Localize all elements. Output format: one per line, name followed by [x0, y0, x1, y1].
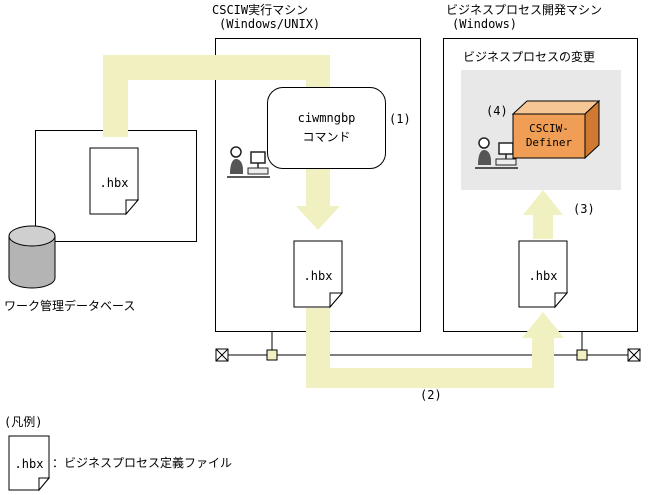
step1-label: (1): [389, 112, 411, 126]
file-label: .hbx: [529, 269, 558, 283]
process-change-title: ビジネスプロセスの変更: [463, 50, 596, 64]
hbx-file-icon-db: .hbx: [89, 147, 140, 216]
device: [495, 158, 517, 166]
command-label-line2: コマンド: [302, 130, 351, 144]
dev-machine-title: ビジネスプロセス開発マシン: [446, 3, 603, 17]
definer-label-line1: CSCIW-: [529, 122, 569, 135]
file-fold: [554, 292, 569, 309]
arrow1-head: [296, 206, 340, 230]
file-fold: [329, 292, 344, 309]
operator-dev-icon: [475, 137, 518, 169]
legend-description: ：ビジネスプロセス定義ファイル: [52, 456, 233, 470]
exec-machine-subtitle: (Windows/UNIX): [219, 17, 321, 31]
person-body: [230, 159, 243, 174]
step3-label: (3): [573, 202, 595, 216]
step4-label: (4): [486, 104, 508, 118]
hbx-file-icon-legend: .hbx: [8, 435, 51, 492]
dev-machine-subtitle: (Windows): [452, 17, 518, 31]
monitor: [498, 142, 514, 155]
work-db-label: ワーク管理データベース: [4, 299, 136, 313]
file-fold: [125, 199, 140, 216]
network-node-exec-icon: [266, 349, 278, 361]
network-terminator-right-icon: [627, 348, 641, 362]
arrow3-segment: [533, 214, 553, 239]
command-label-line1: ciwmngbp: [297, 111, 356, 125]
device: [247, 167, 269, 175]
network-terminator-left-icon: [215, 348, 229, 362]
terminator-x2: [215, 348, 229, 362]
person-body: [478, 150, 491, 165]
terminator-x2: [627, 348, 641, 362]
csciw-definer-icon: CSCIW- Definer: [511, 99, 601, 160]
arrow2-across-segment: [306, 368, 554, 388]
network-node-dev-icon: [576, 349, 588, 361]
person-head: [230, 146, 242, 158]
step2-label: (2): [420, 388, 442, 402]
cylinder-top: [8, 225, 56, 247]
file-label: .hbx: [100, 176, 129, 190]
exec-machine-title: CSCIW実行マシン: [212, 3, 309, 17]
hbx-file-icon-exec: .hbx: [293, 240, 344, 309]
monitor: [250, 151, 266, 164]
definer-top-face: [511, 100, 601, 115]
arrow2-up-segment: [532, 336, 554, 388]
cylinder-body: [8, 236, 56, 289]
file-label: .hbx: [15, 457, 44, 471]
legend-title: (凡例): [4, 415, 43, 429]
file-label: .hbx: [304, 269, 333, 283]
database-cylinder-icon: [8, 225, 56, 289]
definer-label-line2: Definer: [526, 136, 573, 149]
arrow1-across-segment: [103, 55, 330, 80]
ciwmngbp-command-box: ciwmngbp コマンド: [267, 87, 386, 169]
arrow2-head: [522, 312, 564, 338]
definer-front-face: [512, 113, 586, 159]
file-fold: [38, 477, 51, 492]
operator-exec-icon: [227, 146, 270, 178]
person-head: [478, 137, 490, 149]
arrow3-head: [523, 190, 563, 215]
hbx-file-icon-dev: .hbx: [518, 240, 569, 309]
